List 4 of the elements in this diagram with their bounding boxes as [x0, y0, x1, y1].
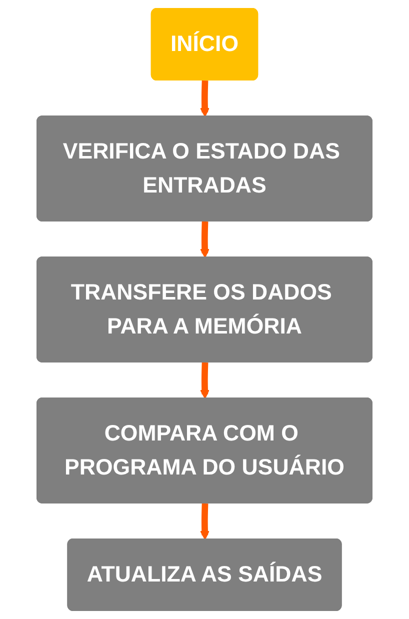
arrow — [200, 80, 210, 118]
arrow — [200, 362, 210, 399]
arrow — [200, 503, 210, 540]
arrow — [200, 221, 210, 258]
